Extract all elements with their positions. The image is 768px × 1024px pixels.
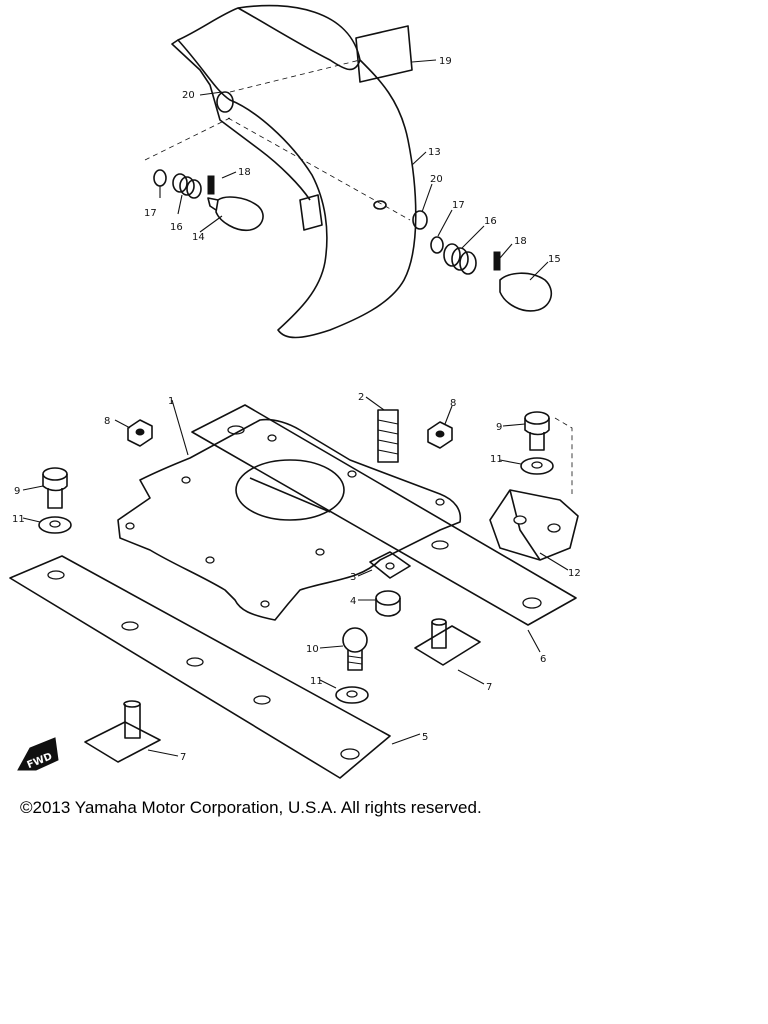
callout-11-bottom: 11 (310, 676, 323, 687)
washer-20-left (216, 91, 234, 113)
nut-8-left (127, 419, 153, 447)
washer-11-right (520, 457, 554, 475)
callout-11-right: 11 (490, 454, 503, 465)
clip-nut-3 (369, 551, 411, 579)
callout-7-left: 7 (180, 752, 186, 763)
callout-11-left: 11 (12, 514, 25, 525)
callout-4: 4 (350, 596, 356, 607)
fwd-arrow-icon: FWD (17, 737, 59, 771)
callout-20-right: 20 (430, 174, 443, 185)
bolt-9-right (524, 411, 550, 451)
callout-7-right: 7 (486, 682, 492, 693)
rear-fender-13 (144, 4, 417, 339)
callout-5: 5 (422, 732, 428, 743)
bolt-9-left (42, 467, 68, 509)
callout-8-left: 8 (104, 416, 110, 427)
callout-6: 6 (540, 654, 546, 665)
callout-numbers: 20 19 13 18 17 16 14 20 17 16 18 15 1 2 … (12, 56, 581, 763)
callout-19: 19 (439, 56, 452, 67)
washer-17-left (153, 169, 167, 187)
callout-14: 14 (192, 232, 205, 243)
callout-16-left: 16 (170, 222, 183, 233)
callout-2: 2 (358, 392, 364, 403)
reflector-19 (355, 25, 413, 83)
plate-6 (191, 404, 577, 626)
callout-3: 3 (350, 572, 356, 583)
turn-signal-lens-15-right (499, 272, 553, 312)
washer-20-right (412, 210, 428, 230)
turn-signal-lens-14-left (207, 196, 264, 232)
leader-lines (22, 59, 569, 757)
bracket-12 (489, 417, 579, 561)
callout-18-right: 18 (514, 236, 527, 247)
stud-bolt-2 (377, 409, 399, 463)
spring-16-left (172, 173, 202, 199)
main-plate-1 (117, 418, 462, 621)
callout-15: 15 (548, 254, 561, 265)
plate-5 (9, 555, 391, 779)
spring-16-right (443, 243, 477, 275)
parts-diagram: FWD 20 19 13 18 (9, 4, 581, 779)
washer-11-left (38, 516, 72, 534)
bolt-10 (342, 627, 368, 671)
washer-17-right (430, 236, 444, 254)
washer-11-bottom (335, 686, 369, 704)
pin-18-right (493, 251, 501, 271)
pin-18-left (207, 175, 215, 195)
nut-8-right (427, 421, 453, 449)
callout-13: 13 (428, 147, 441, 158)
weld-bolt-plate-7-right (414, 618, 481, 666)
collar-4 (375, 590, 401, 617)
callout-16-right: 16 (484, 216, 497, 227)
weld-bolt-plate-7-left (84, 700, 161, 763)
callout-8-right: 8 (450, 398, 456, 409)
callout-9-left: 9 (14, 486, 20, 497)
callout-17-right: 17 (452, 200, 465, 211)
copyright-notice: ©2013 Yamaha Motor Corporation, U.S.A. A… (20, 798, 482, 817)
callout-10: 10 (306, 644, 319, 655)
callout-12: 12 (568, 568, 581, 579)
callout-9-right: 9 (496, 422, 502, 433)
right-turn-signal-assembly (412, 210, 553, 312)
left-turn-signal-assembly (153, 91, 264, 232)
callout-18-left: 18 (238, 167, 251, 178)
callout-20-upper: 20 (182, 90, 195, 101)
callout-17-left: 17 (144, 208, 157, 219)
callout-1: 1 (168, 396, 174, 407)
